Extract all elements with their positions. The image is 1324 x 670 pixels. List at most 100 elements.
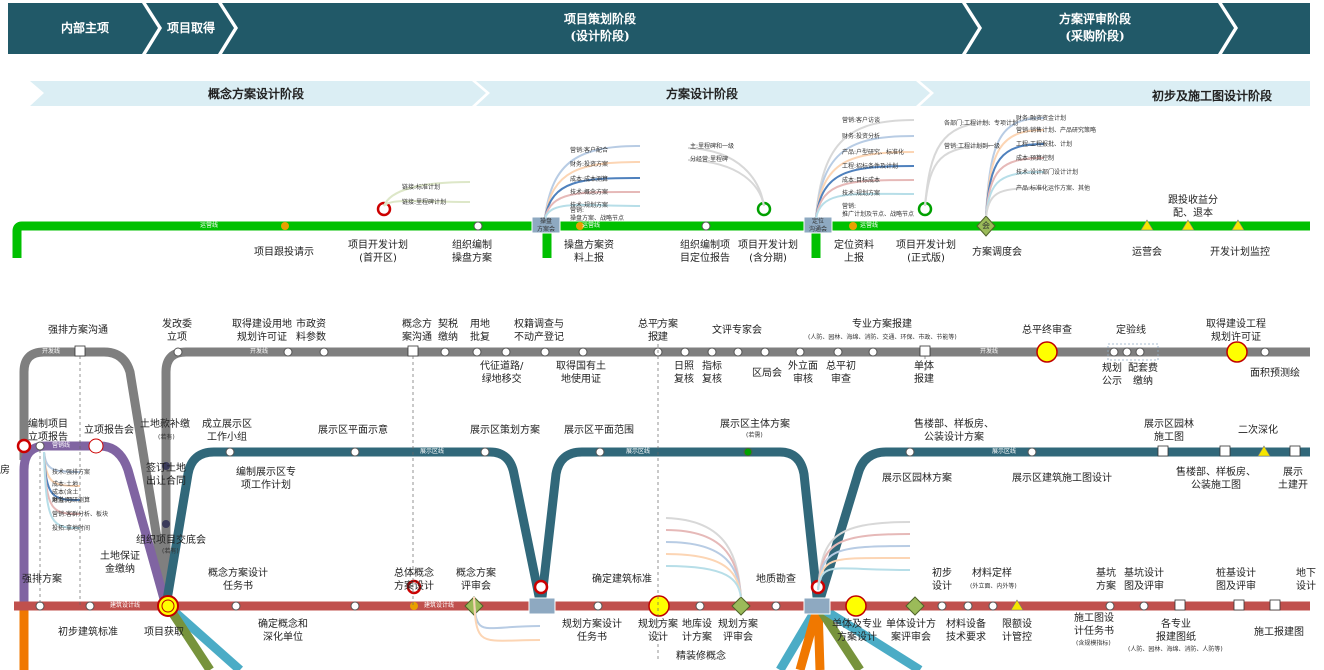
phase-internal[interactable]: 内部主项 xyxy=(60,21,109,35)
label-y2: 发改委 立项 xyxy=(162,319,192,343)
label-r25: 基坑设计 图及评审 xyxy=(1124,568,1164,592)
label-t20: 房 xyxy=(0,465,10,476)
label-g1: 项目跟投请示 xyxy=(254,247,314,258)
label-g4: 操盘方案资 料上报 xyxy=(564,240,614,264)
note-n25: 产品:标准化运作方案、其他 xyxy=(1016,185,1091,192)
label-y16: 外立面 审核 xyxy=(788,361,818,385)
tag-develop-3: 开发线 xyxy=(980,348,999,355)
phase-acquire[interactable]: 项目取得 xyxy=(166,21,215,35)
label-r32: 地下 设计 xyxy=(1296,568,1316,592)
label-t3: 土地款补缴 xyxy=(140,419,190,430)
label-r14: 地库设 计方案 xyxy=(682,619,712,643)
label-r1: 组织项目交底会 xyxy=(136,535,206,546)
label-y8: 权籍调查与 不动产登记 xyxy=(514,319,564,343)
label-r6: 项目获取 xyxy=(144,627,184,638)
label-g8: 项目开发计划 (正式版) xyxy=(896,240,956,264)
label-r2: (若有) xyxy=(162,548,179,555)
label-t13: 二次深化 xyxy=(1238,425,1278,436)
label-t14: 签订土地 出让合同 xyxy=(146,463,186,487)
label-r5: 初步建筑标准 xyxy=(58,627,118,638)
note-n20: 财务:融资资金计划 xyxy=(1016,115,1067,122)
label-t19: 展示 土建开 xyxy=(1278,467,1308,491)
note-n8: 营销: 操盘方案、战略节点 xyxy=(570,207,625,222)
milestone-operation-plan: 操盘 方案会 xyxy=(536,218,555,233)
label-t16: 展示区园林方案 xyxy=(882,473,952,484)
note-n22: 工程:工程报批、计划 xyxy=(1016,141,1073,148)
note-n16: 技术:规划方案 xyxy=(842,190,881,197)
note-n19: 营销:工程计划到一级 xyxy=(944,143,1001,150)
phase-next-chevron xyxy=(1222,3,1310,54)
phase-review-chevron xyxy=(966,3,1234,54)
tag-exhibit: 展示区线 xyxy=(420,448,445,455)
design-line xyxy=(14,517,1310,642)
label-y21: 总平终审查 xyxy=(1022,325,1072,336)
lower-branches xyxy=(19,602,923,670)
phase-review[interactable]: 方案评审阶段 (采购阶段) xyxy=(1058,12,1131,43)
subphase-concept[interactable]: 概念方案设计阶段 xyxy=(208,87,305,101)
label-y25: 取得建设工程 规划许可证 xyxy=(1206,319,1266,343)
subphase-header xyxy=(30,81,1310,106)
label-t10: (若需) xyxy=(746,432,763,439)
tag-operation-2: 运营线 xyxy=(582,222,601,229)
label-y19: (人防、园林、海绵、消防、交通、环保、市政、节能等) xyxy=(808,334,957,341)
label-y11: 总平方案 报建 xyxy=(638,319,678,343)
tag-exhibit-3: 展示区线 xyxy=(992,448,1017,455)
label-r24: 基坑 方案 xyxy=(1096,568,1116,592)
exhibit-line xyxy=(161,445,1310,608)
note-n7: 技术:规划方案 xyxy=(570,202,609,209)
label-r27: (含规模指标) xyxy=(1076,640,1111,647)
tag-exhibit-2: 展示区线 xyxy=(626,448,651,455)
label-g3: 组织编制 操盘方案 xyxy=(452,240,492,264)
phase-acquire-chevron xyxy=(146,3,234,54)
label-y22: 定验线 xyxy=(1116,325,1146,336)
label-r9: 总体概念 方案设计 xyxy=(394,568,434,592)
milestone-positioning: 定位 沟通会 xyxy=(808,218,827,233)
label-r8: 确定概念和 深化单位 xyxy=(258,619,308,643)
label-r4: 强排方案 xyxy=(22,574,62,585)
note-p1: 技术:强排方案 xyxy=(52,469,91,476)
label-r15: 规划方案 评审会 xyxy=(718,619,758,643)
note-p3: 财务:可研测算 xyxy=(52,497,91,504)
label-g10: 运营会 xyxy=(1132,247,1162,258)
label-r21: (外立面、内外等) xyxy=(970,583,1017,590)
label-r16: 地质勘查 xyxy=(756,574,796,585)
label-g9: 方案调度会 xyxy=(972,247,1022,258)
label-y6: 契税 缴纳 xyxy=(438,319,458,343)
label-r22: 材料设备 技术要求 xyxy=(946,619,986,643)
phase-planning[interactable]: 项目策划阶段 (设计阶段) xyxy=(563,12,636,43)
note-n13: 产品:户型研究、标准化 xyxy=(842,149,905,156)
subphase-scheme-arrow xyxy=(476,81,930,106)
label-y23: 规划 公示 xyxy=(1102,363,1122,387)
tag-develop: 开发线 xyxy=(42,348,61,355)
note-p4: 营销:客群分析、板块 xyxy=(52,511,109,518)
label-r31: 施工报建图 xyxy=(1254,627,1304,638)
phase-internal-chevron xyxy=(8,3,158,54)
label-g11: 跟投收益分 配、退本 xyxy=(1168,195,1218,219)
label-r19: 初步 设计 xyxy=(932,568,952,592)
label-g7: 定位资料 上报 xyxy=(834,240,874,264)
label-r26: 施工图设 计任务书 xyxy=(1074,613,1114,637)
note-n23: 成本:预算控制 xyxy=(1016,155,1055,162)
subphase-construction[interactable]: 初步及施工图设计阶段 xyxy=(1152,89,1273,103)
note-n2: 链接:里程碑计划 xyxy=(402,199,447,206)
subphase-scheme[interactable]: 方案设计阶段 xyxy=(666,87,739,101)
label-y26: 面积预测绘 xyxy=(1250,368,1300,379)
label-y20: 单体 报建 xyxy=(914,361,934,385)
operation-line xyxy=(12,117,1310,258)
label-t6: 展示区平面示意 xyxy=(318,425,388,436)
label-g12: 开发计划监控 xyxy=(1210,247,1270,258)
label-r18: 单体设计方 案评审会 xyxy=(886,619,936,643)
tag-operation: 运营线 xyxy=(200,222,219,229)
tag-develop-2: 开发线 xyxy=(250,348,269,355)
label-r12: 规划方案设计 任务书 xyxy=(562,619,622,643)
note-n18: 各部门:工程计划、专项计划 xyxy=(944,120,1019,127)
phase-header xyxy=(8,3,1310,54)
note-n6: 技术:概念方案 xyxy=(570,189,609,196)
label-y7: 用地 批复 xyxy=(470,319,490,343)
label-r11: 确定建筑标准 xyxy=(592,574,652,585)
note-p5: 投拓:拿地时间 xyxy=(52,525,91,532)
label-t4: (若有) xyxy=(158,434,175,441)
label-r10: 概念方案 评审会 xyxy=(456,568,496,592)
label-t18: 售楼部、样板房、 公装施工图 xyxy=(1176,467,1256,491)
